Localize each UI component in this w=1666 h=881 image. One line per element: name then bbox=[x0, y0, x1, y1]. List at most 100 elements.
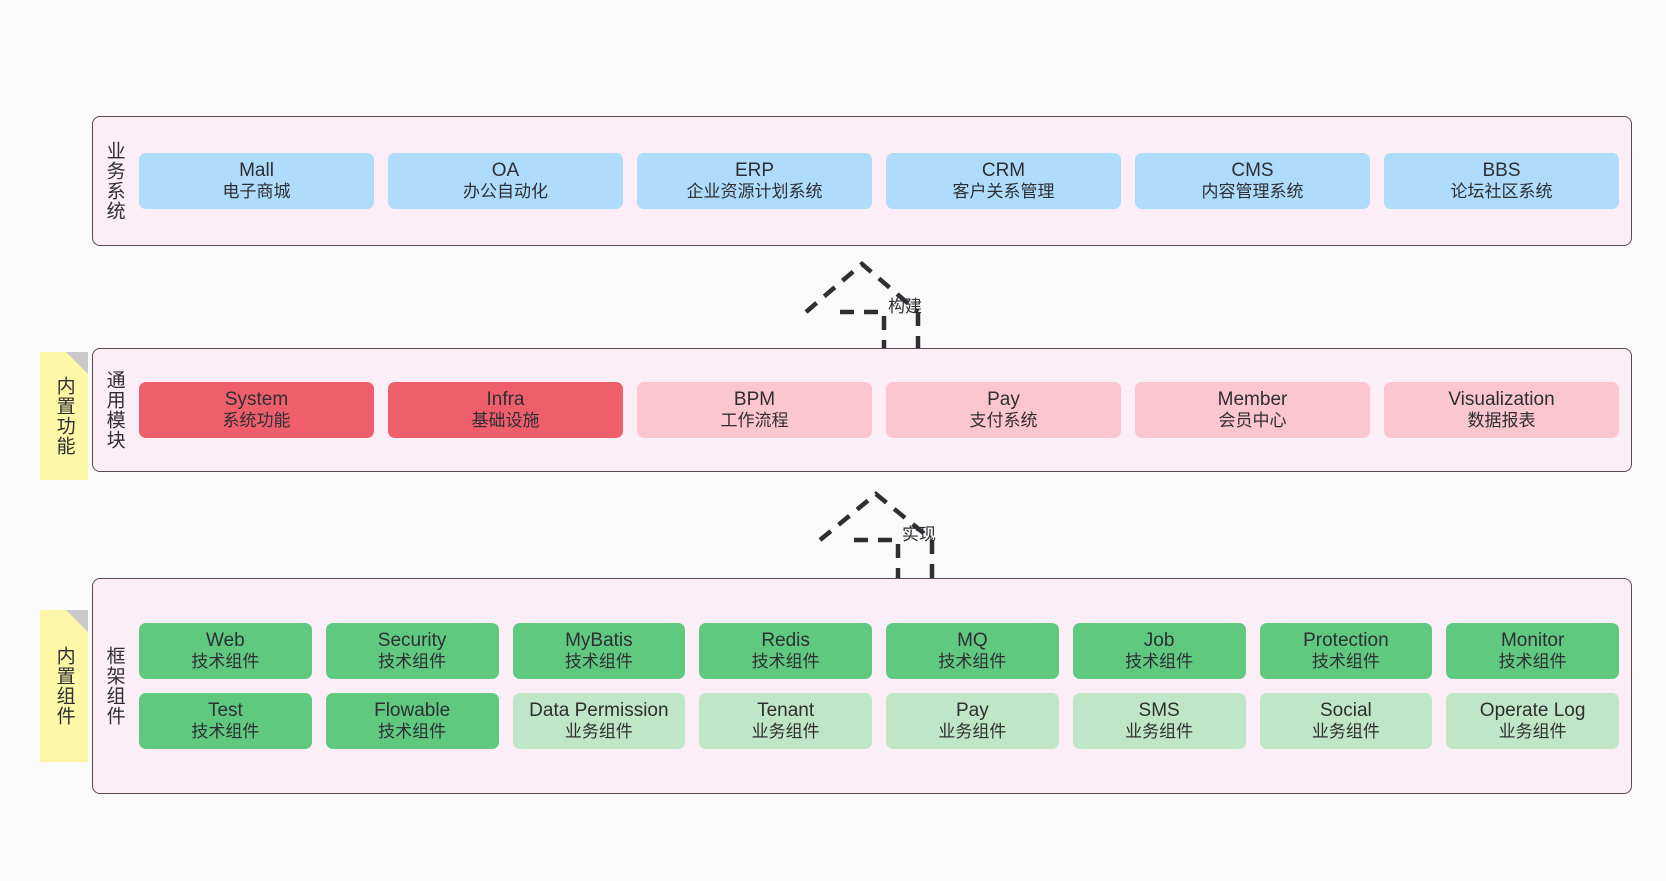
card-title: Security bbox=[377, 630, 447, 652]
card-mq[interactable]: MQ 技术组件 bbox=[886, 623, 1059, 679]
card-title: Protection bbox=[1303, 630, 1389, 652]
card-subtitle: 技术组件 bbox=[191, 652, 260, 672]
card-subtitle: 技术组件 bbox=[1311, 652, 1380, 672]
card-subtitle: 系统功能 bbox=[222, 411, 291, 431]
card-title: MyBatis bbox=[565, 630, 633, 652]
card-title: BBS bbox=[1482, 160, 1521, 182]
card-title: Pay bbox=[987, 389, 1020, 411]
card-job[interactable]: Job 技术组件 bbox=[1072, 623, 1246, 679]
connector-label-implement: 实现 bbox=[902, 525, 936, 544]
connector-implement: 实现 bbox=[812, 488, 972, 580]
card-title: Monitor bbox=[1500, 630, 1565, 652]
card-title: BPM bbox=[733, 389, 776, 411]
card-subtitle: 客户关系管理 bbox=[952, 182, 1055, 202]
card-row: System 系统功能 Infra 基础设施 BPM 工作流程 Pay 支付系统… bbox=[139, 382, 1619, 438]
connector-line-left bbox=[854, 537, 901, 580]
card-bbs[interactable]: BBS 论坛社区系统 bbox=[1384, 153, 1619, 209]
card-monitor[interactable]: Monitor 技术组件 bbox=[1446, 623, 1619, 679]
card-member[interactable]: Member 会员中心 bbox=[1135, 382, 1370, 438]
card-row: Web 技术组件 Security 技术组件 MyBatis 技术组件 Redi… bbox=[139, 623, 1619, 679]
arrowhead-triangle-open bbox=[818, 491, 934, 542]
layer-framework-components: 框架组件 Web 技术组件 Security 技术组件 MyBatis 技术组件… bbox=[92, 578, 1632, 794]
card-title: Tenant bbox=[757, 700, 815, 721]
card-test[interactable]: Test 技术组件 bbox=[139, 693, 312, 749]
card-redis[interactable]: Redis 技术组件 bbox=[699, 623, 872, 679]
card-subtitle: 论坛社区系统 bbox=[1450, 182, 1553, 202]
layer-title-framework-components: 框架组件 bbox=[103, 646, 125, 726]
layer-body-framework-components: Web 技术组件 Security 技术组件 MyBatis 技术组件 Redi… bbox=[135, 579, 1631, 793]
card-subtitle: 技术组件 bbox=[751, 652, 820, 672]
card-subtitle: 业务组件 bbox=[1125, 722, 1194, 742]
card-bpm[interactable]: BPM 工作流程 bbox=[637, 382, 872, 438]
card-title: Web bbox=[206, 630, 245, 652]
arrowhead-triangle-open bbox=[804, 261, 920, 314]
card-row: Test 技术组件 Flowable 技术组件 Data Permission … bbox=[139, 693, 1619, 749]
card-cms[interactable]: CMS 内容管理系统 bbox=[1135, 153, 1370, 209]
card-title: Infra bbox=[486, 389, 525, 411]
layer-business-systems: 业务系统 Mall 电子商城 OA 办公自动化 ERP 企业资源计划系统 CRM… bbox=[92, 116, 1632, 246]
card-subtitle: 技术组件 bbox=[938, 652, 1007, 672]
card-title: Job bbox=[1143, 630, 1175, 652]
card-title: Flowable bbox=[374, 700, 451, 721]
card-operate-log[interactable]: Operate Log 业务组件 bbox=[1446, 693, 1619, 749]
card-subtitle: 业务组件 bbox=[564, 722, 633, 742]
card-subtitle: 技术组件 bbox=[1498, 652, 1567, 672]
card-row: Mall 电子商城 OA 办公自动化 ERP 企业资源计划系统 CRM 客户关系… bbox=[139, 153, 1619, 209]
card-subtitle: 数据报表 bbox=[1467, 411, 1536, 431]
card-title: ERP bbox=[734, 160, 775, 182]
card-subtitle: 会员中心 bbox=[1218, 411, 1287, 431]
card-subtitle: 技术组件 bbox=[378, 652, 447, 672]
card-subtitle: 技术组件 bbox=[191, 722, 260, 742]
card-protection[interactable]: Protection 技术组件 bbox=[1259, 623, 1433, 679]
card-title: Member bbox=[1217, 389, 1288, 411]
card-mall[interactable]: Mall 电子商城 bbox=[139, 153, 374, 209]
card-title: MQ bbox=[957, 630, 988, 652]
connector-label-build: 构建 bbox=[888, 297, 922, 316]
card-system[interactable]: System 系统功能 bbox=[139, 382, 374, 438]
card-title: Data Permission bbox=[529, 700, 669, 721]
note-fold-corner-icon bbox=[66, 352, 88, 374]
card-title: CMS bbox=[1231, 160, 1274, 182]
card-mybatis[interactable]: MyBatis 技术组件 bbox=[512, 623, 686, 679]
card-subtitle: 内容管理系统 bbox=[1201, 182, 1304, 202]
note-label: 内置功能 bbox=[53, 376, 75, 456]
card-data-permission[interactable]: Data Permission 业务组件 bbox=[512, 693, 686, 749]
card-subtitle: 业务组件 bbox=[1498, 722, 1567, 742]
layer-body-common-modules: System 系统功能 Infra 基础设施 BPM 工作流程 Pay 支付系统… bbox=[135, 349, 1631, 471]
card-title: Test bbox=[207, 700, 243, 721]
card-infra[interactable]: Infra 基础设施 bbox=[388, 382, 623, 438]
card-crm[interactable]: CRM 客户关系管理 bbox=[886, 153, 1121, 209]
card-erp[interactable]: ERP 企业资源计划系统 bbox=[637, 153, 872, 209]
card-subtitle: 业务组件 bbox=[751, 722, 820, 742]
card-oa[interactable]: OA 办公自动化 bbox=[388, 153, 623, 209]
card-pay-module[interactable]: Pay 支付系统 bbox=[886, 382, 1121, 438]
note-label: 内置组件 bbox=[53, 646, 75, 726]
card-title: SMS bbox=[1138, 700, 1180, 721]
card-security[interactable]: Security 技术组件 bbox=[325, 623, 499, 679]
card-flowable[interactable]: Flowable 技术组件 bbox=[325, 693, 499, 749]
note-fold-corner-icon bbox=[66, 610, 88, 632]
card-subtitle: 基础设施 bbox=[471, 411, 540, 431]
card-title: OA bbox=[491, 160, 520, 182]
card-social[interactable]: Social 业务组件 bbox=[1259, 693, 1433, 749]
card-sms[interactable]: SMS 业务组件 bbox=[1072, 693, 1246, 749]
card-subtitle: 支付系统 bbox=[969, 411, 1038, 431]
layer-common-modules: 通用模块 System 系统功能 Infra 基础设施 BPM 工作流程 Pay… bbox=[92, 348, 1632, 472]
card-web[interactable]: Web 技术组件 bbox=[139, 623, 312, 679]
card-title: Visualization bbox=[1448, 389, 1555, 411]
layer-title-business-systems: 业务系统 bbox=[103, 141, 125, 221]
card-tenant[interactable]: Tenant 业务组件 bbox=[699, 693, 872, 749]
note-builtin-components: 内置组件 bbox=[40, 610, 88, 762]
card-title: Redis bbox=[761, 630, 810, 652]
card-title: CRM bbox=[981, 160, 1026, 182]
card-title: System bbox=[224, 389, 289, 411]
card-title: Pay bbox=[956, 700, 989, 721]
layer-body-business-systems: Mall 电子商城 OA 办公自动化 ERP 企业资源计划系统 CRM 客户关系… bbox=[135, 117, 1631, 245]
card-title: Operate Log bbox=[1479, 700, 1586, 721]
card-visualization[interactable]: Visualization 数据报表 bbox=[1384, 382, 1619, 438]
card-pay-component[interactable]: Pay 业务组件 bbox=[886, 693, 1059, 749]
card-subtitle: 技术组件 bbox=[1125, 652, 1194, 672]
card-subtitle: 办公自动化 bbox=[463, 182, 548, 202]
card-title: Social bbox=[1320, 700, 1372, 721]
card-subtitle: 技术组件 bbox=[564, 652, 633, 672]
